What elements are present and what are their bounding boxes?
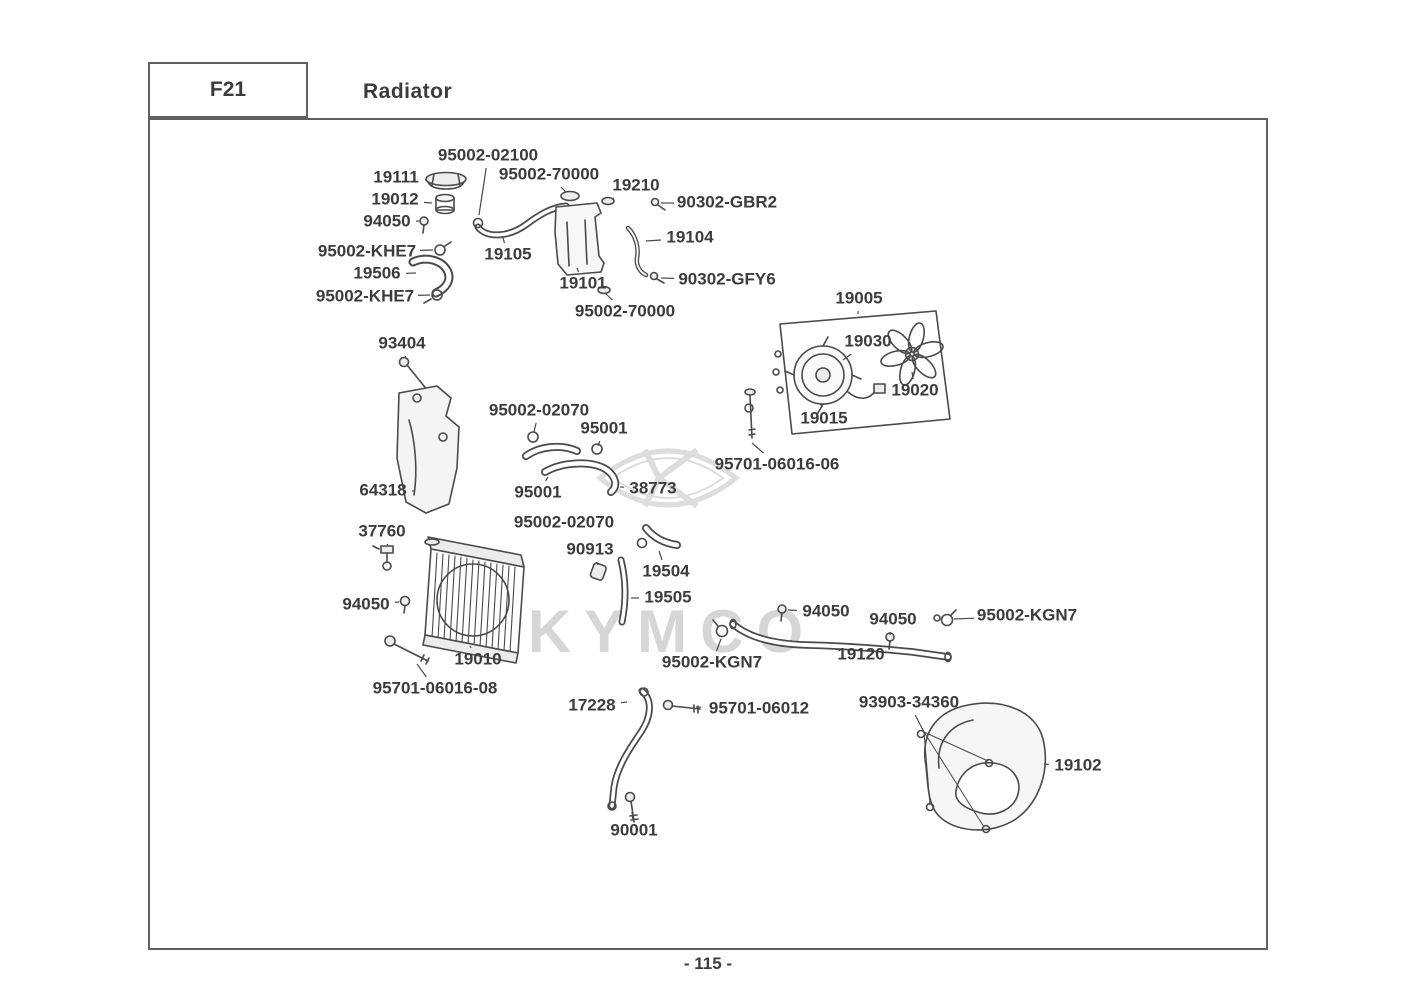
part-label: 19104	[666, 227, 714, 247]
part-label: 95001	[580, 418, 628, 438]
part-label: 19105	[484, 244, 532, 264]
page-number: - 115 -	[683, 954, 733, 973]
part-label: 95002-KGN7	[976, 605, 1078, 625]
part-label: 95002-02100	[437, 145, 539, 165]
part-label: 64318	[359, 480, 407, 500]
part-label: 95701-06016-06	[714, 454, 840, 474]
part-label: 19020	[891, 380, 939, 400]
part-label: 90302-GBR2	[676, 192, 778, 212]
part-label: 19210	[612, 175, 660, 195]
part-label: 94050	[342, 594, 390, 614]
part-label: 38773	[629, 478, 677, 498]
part-label: 94050	[363, 211, 411, 231]
part-label: 93903-34360	[858, 692, 960, 712]
part-label: 37760	[358, 521, 406, 541]
part-label: 95002-70000	[498, 164, 600, 184]
part-label: 19111	[373, 167, 419, 187]
diagram-frame	[148, 118, 1268, 950]
part-label: 95002-KHE7	[317, 241, 417, 261]
part-label: 95002-KHE7	[315, 286, 415, 306]
part-label: 19102	[1054, 755, 1102, 775]
section-code-box: F21	[148, 62, 308, 118]
part-label: 19030	[844, 331, 892, 351]
part-label: 94050	[802, 601, 850, 621]
part-label: 17228	[568, 695, 616, 715]
part-label: 95002-02070	[513, 512, 615, 532]
part-label: 90001	[610, 820, 658, 840]
part-label: 19010	[454, 649, 502, 669]
part-label: 19015	[800, 408, 848, 428]
part-label: 95002-KGN7	[661, 652, 763, 672]
part-label: 19101	[559, 273, 607, 293]
part-label: 95002-70000	[574, 301, 676, 321]
part-label: 90913	[566, 539, 614, 559]
part-label: 19505	[644, 587, 692, 607]
section-code: F21	[209, 78, 247, 101]
part-label: 19506	[353, 263, 401, 283]
part-label: 95701-06012	[708, 698, 810, 718]
part-label: 19504	[642, 561, 690, 581]
part-label: 94050	[869, 609, 917, 629]
part-label: 90302-GFY6	[678, 269, 776, 289]
part-label: 93404	[378, 333, 426, 353]
part-label: 19005	[835, 288, 883, 308]
part-label: 95701-06016-08	[372, 678, 498, 698]
part-label: 95001	[514, 482, 562, 502]
part-label: 19012	[371, 189, 419, 209]
part-label: 95002-02070	[488, 400, 590, 420]
part-label: 19120	[837, 644, 885, 664]
page-title: Radiator	[363, 80, 453, 103]
